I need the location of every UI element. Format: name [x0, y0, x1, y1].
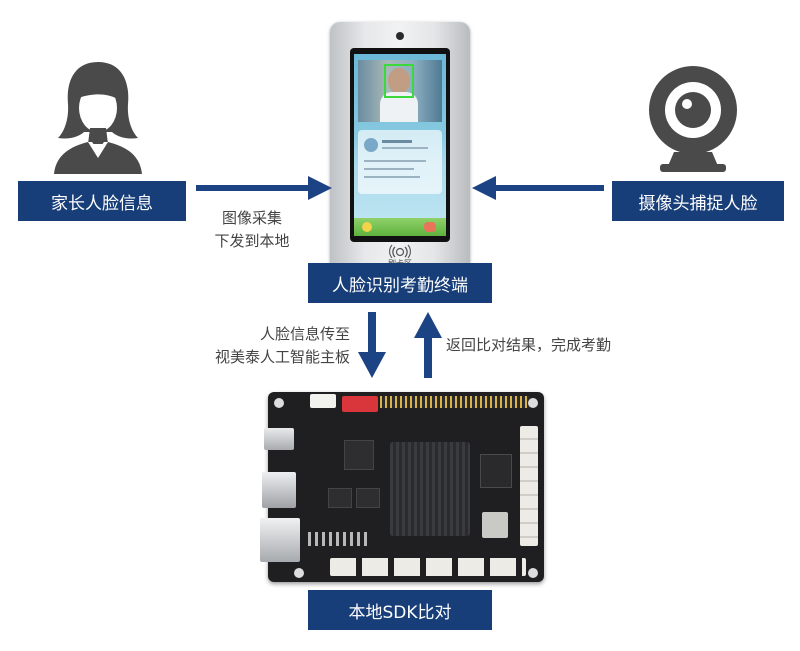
- wifi-module: [482, 512, 508, 538]
- arrow-terminal-to-board: [358, 312, 386, 378]
- caption-image-capture: 图像采集 下发到本地: [214, 209, 290, 250]
- terminal-device: 刷卡区: [330, 22, 470, 272]
- arrow-board-to-terminal: [414, 312, 442, 378]
- front-camera: [396, 32, 404, 40]
- usb-port: [264, 428, 294, 450]
- board-label-box: 本地SDK比对: [308, 590, 492, 630]
- arrow-camera-to-terminal: [472, 176, 604, 200]
- terminal-screen: [350, 48, 450, 242]
- dip-switch: [342, 396, 378, 412]
- info-card: [358, 130, 442, 194]
- bottom-connectors: [330, 558, 526, 576]
- arrow-parent-to-terminal: [196, 176, 332, 200]
- terminal-label-box: 人脸识别考勤终端: [308, 263, 492, 303]
- nfc-card-icon: [389, 244, 411, 258]
- person-silhouette-icon: [54, 62, 142, 174]
- top-pin-header: [380, 396, 530, 408]
- usb-port-2: [262, 472, 296, 508]
- heatsink: [390, 442, 470, 536]
- parent-face-info-box: 家长人脸信息: [18, 181, 186, 221]
- ai-mainboard: [260, 392, 544, 582]
- caption-return-result: 返回比对结果，完成考勤: [446, 336, 612, 354]
- camera-capture-box: 摄像头捕捉人脸: [612, 181, 784, 221]
- video-preview: [358, 60, 442, 122]
- ethernet-port: [260, 518, 300, 562]
- caption-send-to-board: 人脸信息传至 视美泰人工智能主板: [214, 325, 350, 366]
- webcam-icon: [649, 66, 737, 172]
